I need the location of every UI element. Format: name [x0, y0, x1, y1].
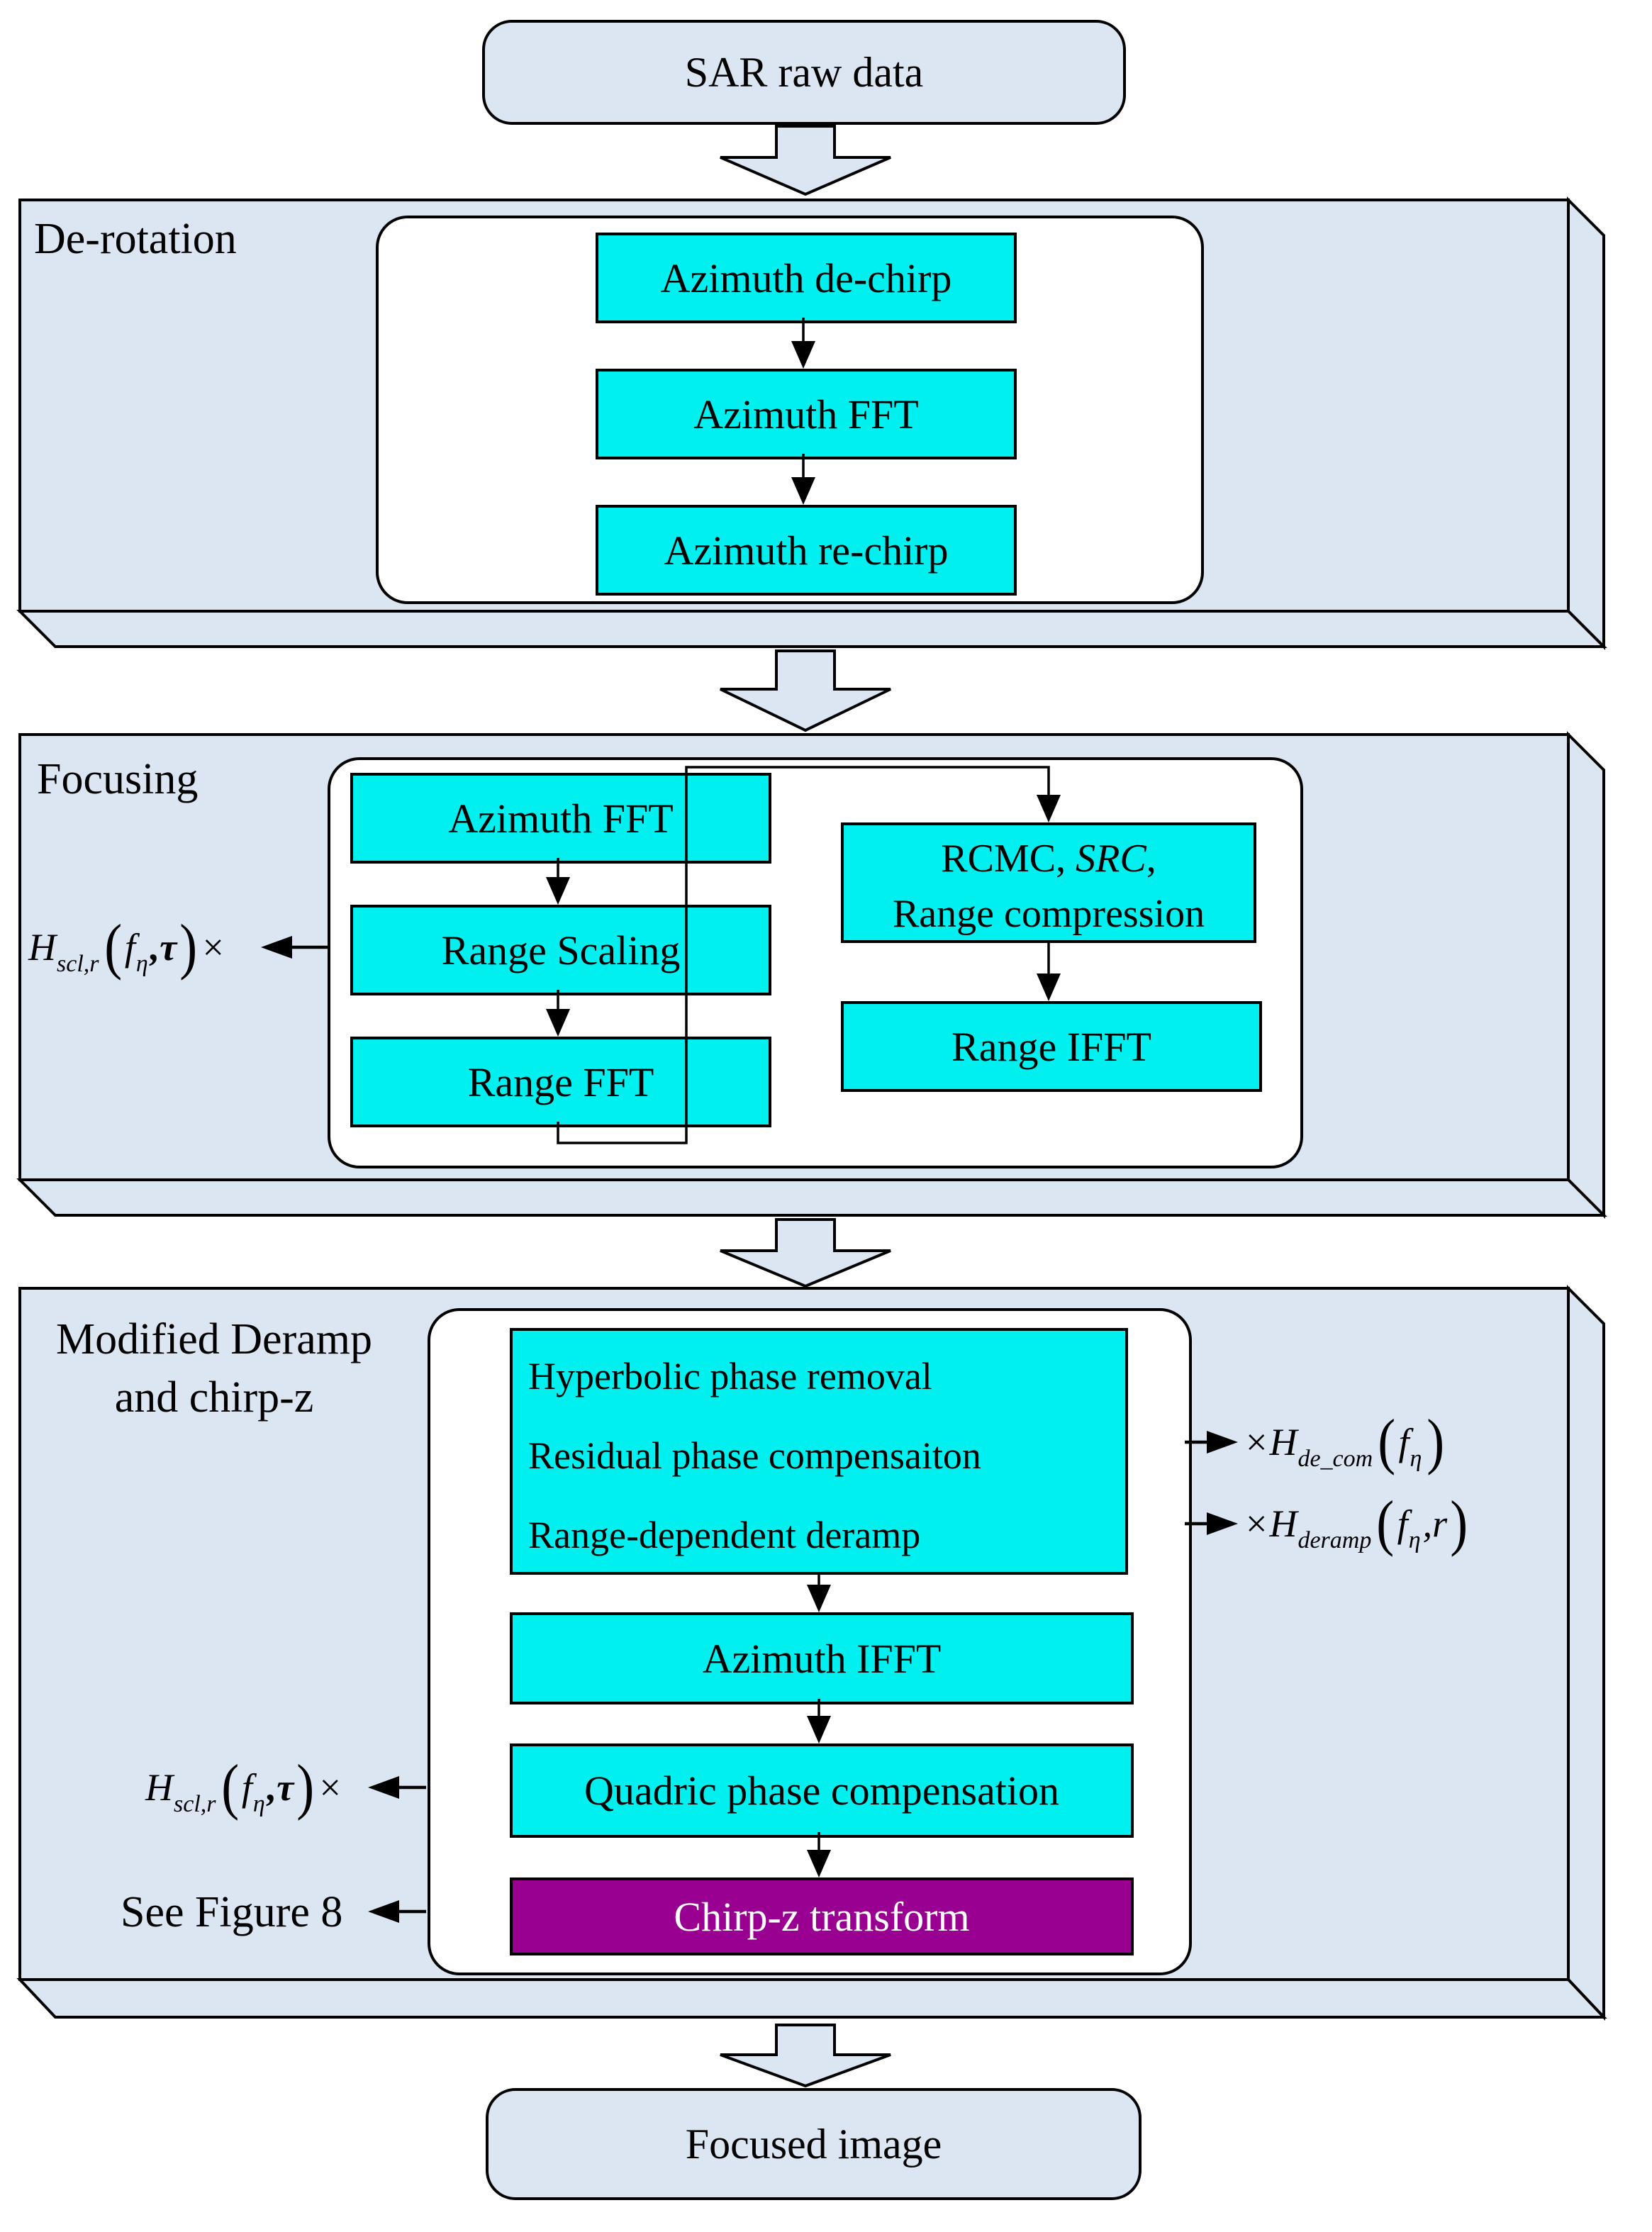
step-chirpz-label: Chirp-z transform: [674, 1893, 970, 1940]
block-arrow-3: [720, 1218, 891, 1288]
focusing-panel-bottom: [16, 1178, 1607, 1217]
step-range-ifft-label: Range IFFT: [951, 1023, 1151, 1070]
de-com-formula-times: ×: [1246, 1421, 1268, 1463]
step-range-ifft: Range IFFT: [841, 1001, 1262, 1092]
rcmc-line2: Range compression: [892, 892, 1205, 936]
scaling-formula-tau: ,τ: [150, 926, 177, 969]
step-azimuth-ifft-label: Azimuth IFFT: [702, 1635, 942, 1682]
focusing-panel-side: [1567, 731, 1605, 1219]
de-com-formula-H: H: [1269, 1421, 1297, 1463]
scaling-formula-sub: scl,r: [57, 951, 99, 977]
de-com-formula-f: f: [1398, 1421, 1410, 1463]
scaling-formula-fsub: η: [135, 951, 148, 977]
step-range-scaling-label: Range Scaling: [441, 927, 681, 973]
step-azimuth-rechirp-label: Azimuth re-chirp: [664, 527, 949, 574]
arrowhead-deramp-formula: [1207, 1512, 1238, 1535]
modified-deramp-label: Modified Deramp and chirp-z: [37, 1310, 391, 1427]
arrowhead-quadric-formula: [368, 1776, 399, 1799]
step-quadric-phase-compensation: Quadric phase compensation: [510, 1743, 1134, 1838]
start-terminator-label: SAR raw data: [684, 48, 924, 96]
block-arrow-1: [720, 125, 891, 196]
arrowhead-scaling-formula: [261, 936, 292, 959]
modified-deramp-label-line1: Modified Deramp: [56, 1315, 372, 1363]
deramp-formula-times: ×: [1246, 1502, 1268, 1545]
step-azimuth-fft-derotation: Azimuth FFT: [596, 369, 1017, 459]
derotation-panel-side: [1567, 196, 1605, 650]
end-terminator-label: Focused image: [685, 2120, 942, 2167]
quadric-formula-times: ×: [319, 1766, 341, 1809]
modified-deramp-label-line2: and chirp-z: [114, 1373, 314, 1422]
rcmc-line1-post: ,: [1146, 837, 1156, 881]
step-azimuth-ifft: Azimuth IFFT: [510, 1612, 1134, 1704]
step-azimuth-rechirp: Azimuth re-chirp: [596, 505, 1017, 596]
start-terminator: SAR raw data: [482, 20, 1126, 125]
block-arrow-2: [720, 649, 891, 732]
focusing-label: Focusing: [37, 755, 199, 803]
deramp-formula-H: H: [1269, 1502, 1297, 1545]
phase-line-residual: Residual phase compensaiton: [528, 1434, 981, 1477]
quadric-formula-fsub: η: [252, 1791, 265, 1817]
derotation-panel-bottom: [16, 610, 1607, 648]
step-range-fft-label: Range FFT: [467, 1059, 654, 1105]
quadric-formula-tau: ,τ: [267, 1766, 294, 1809]
deramp-formula-sub: deramp: [1297, 1527, 1372, 1553]
see-figure-label: See Figure 8: [121, 1888, 343, 1936]
scaling-formula-f: f: [124, 926, 135, 969]
de-com-formula-sub: de_com: [1297, 1446, 1373, 1472]
step-azimuth-fft-derotation-label: Azimuth FFT: [693, 391, 919, 437]
rcmc-line1-src: SRC: [1076, 837, 1146, 881]
step-azimuth-dechirp-label: Azimuth de-chirp: [660, 255, 952, 301]
phase-line-deramp: Range-dependent deramp: [528, 1514, 921, 1556]
scaling-formula-H: H: [28, 926, 56, 969]
step-rcmc-src-rangecompression: RCMC, SRC, Range compression: [841, 822, 1256, 943]
block-arrow-4: [720, 2024, 891, 2088]
deramp-formula-f: f: [1397, 1502, 1408, 1545]
arrowhead-see-figure: [368, 1900, 399, 1923]
phase-line-hyperbolic: Hyperbolic phase removal: [528, 1355, 932, 1397]
derotation-label: De-rotation: [34, 215, 237, 263]
rcmc-line1-pre: RCMC,: [941, 837, 1076, 881]
quadric-formula-f: f: [241, 1766, 252, 1809]
step-quadric-label: Quadric phase compensation: [584, 1768, 1059, 1814]
step-chirpz-transform: Chirp-z transform: [510, 1877, 1134, 1955]
deramp-formula-r: ,r: [1422, 1502, 1448, 1545]
end-terminator: Focused image: [486, 2088, 1142, 2200]
step-range-fft: Range FFT: [350, 1037, 771, 1127]
step-phase-operations: Hyperbolic phase removal Residual phase …: [510, 1328, 1128, 1575]
step-azimuth-fft-focusing-label: Azimuth FFT: [448, 795, 674, 842]
step-range-scaling: Range Scaling: [350, 905, 771, 995]
quadric-formula-H: H: [145, 1766, 173, 1809]
modified-deramp-panel-bottom: [16, 1978, 1607, 2019]
arrowhead-de-com-formula: [1207, 1431, 1238, 1453]
scaling-formula-times: ×: [202, 926, 224, 969]
rcmc-line1: RCMC, SRC,: [941, 831, 1156, 886]
de-com-formula-fsub: η: [1410, 1446, 1422, 1472]
modified-deramp-panel-side: [1567, 1285, 1605, 2021]
step-azimuth-dechirp: Azimuth de-chirp: [596, 233, 1017, 323]
step-azimuth-fft-focusing: Azimuth FFT: [350, 773, 771, 864]
deramp-formula-fsub: η: [1408, 1527, 1421, 1553]
quadric-formula-sub: scl,r: [174, 1791, 216, 1817]
